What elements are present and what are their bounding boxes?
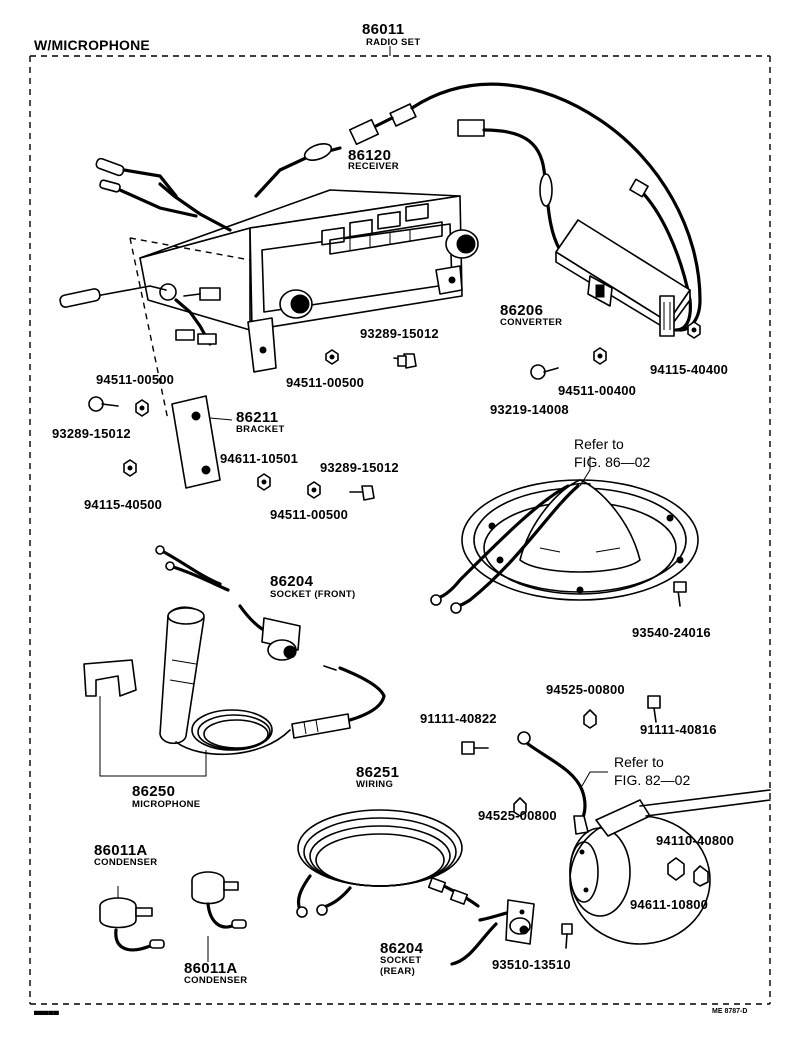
part-94511-00500-bottom: 94511-00500 [270,507,349,522]
part-94525-00800-bottom: 94525-00800 [478,808,557,823]
radio-set-number: 86011 [362,21,405,38]
diagram-title: W/MICROPHONE [34,37,150,53]
condenser-2-number: 86011A [184,960,238,977]
condenser-2-caption: CONDENSER [184,975,248,986]
part-93510-13510: 93510-13510 [492,957,571,972]
condenser-drawings [99,871,247,962]
ground-strap-drawing [461,695,661,835]
converter-number: 86206 [500,302,544,319]
condenser-1-caption: CONDENSER [94,857,158,868]
bracket-number: 86211 [236,409,279,426]
part-94611-10800: 94611-10800 [630,897,709,912]
receiver-drawing [59,157,479,421]
refer-to-86-02-line1: Refer to [574,436,624,452]
part-91111-40816: 91111-40816 [640,722,717,737]
wiring-number: 86251 [356,764,400,781]
socket-rear-drawing [450,899,573,966]
part-93289-15012-left: 93289-15012 [52,426,131,441]
alternator-drawing [569,789,771,945]
wiring-drawing [296,809,480,918]
refer-to-86-02-line2: FIG. 86—02 [574,454,651,470]
part-93289-15012-top: 93289-15012 [360,326,439,341]
microphone-number: 86250 [132,783,176,800]
fastener-drawings [88,321,701,501]
converter-drawing [555,219,691,337]
receiver-caption: RECEIVER [348,161,399,172]
part-94110-40800: 94110-40800 [656,833,735,848]
part-94525-00800-top: 94525-00800 [546,682,625,697]
part-94511-00400: 94511-00400 [558,383,637,398]
part-91111-40822: 91111-40822 [420,711,497,726]
socket-front-number: 86204 [270,573,314,590]
part-94611-10501: 94611-10501 [220,451,299,466]
part-93289-15012-bottom: 93289-15012 [320,460,399,475]
refer-to-82-02-line1: Refer to [614,754,664,770]
socket-front-caption: SOCKET (FRONT) [270,589,356,600]
socket-rear-caption-line1: SOCKET [380,955,422,966]
microphone-drawing [83,545,386,777]
speaker-drawing [430,479,699,614]
refer-to-82-02-line2: FIG. 82—02 [614,772,691,788]
part-94511-00500-left: 94511-00500 [96,372,175,387]
part-94115-40500: 94115-40500 [84,497,163,512]
footer-code: ME 8787-D [712,1008,748,1015]
footer-left-mark: ▄▄▄▄▄ [34,1008,59,1015]
converter-caption: CONVERTER [500,317,563,328]
part-94115-40400: 94115-40400 [650,362,729,377]
radio-set-caption: RADIO SET [366,37,421,48]
microphone-caption: MICROPHONE [132,799,201,810]
dashed-frame [29,55,771,1005]
part-93540-24016: 93540-24016 [632,625,711,640]
condenser-1-number: 86011A [94,842,148,859]
part-94511-00500-mid: 94511-00500 [286,375,365,390]
part-93219-14008: 93219-14008 [490,402,569,417]
socket-rear-number: 86204 [380,940,424,957]
bracket-caption: BRACKET [236,424,285,435]
socket-rear-caption-line2: (REAR) [380,966,416,977]
leader-lines [209,417,608,787]
receiver-number: 86120 [348,147,392,164]
wiring-caption: WIRING [356,779,394,790]
